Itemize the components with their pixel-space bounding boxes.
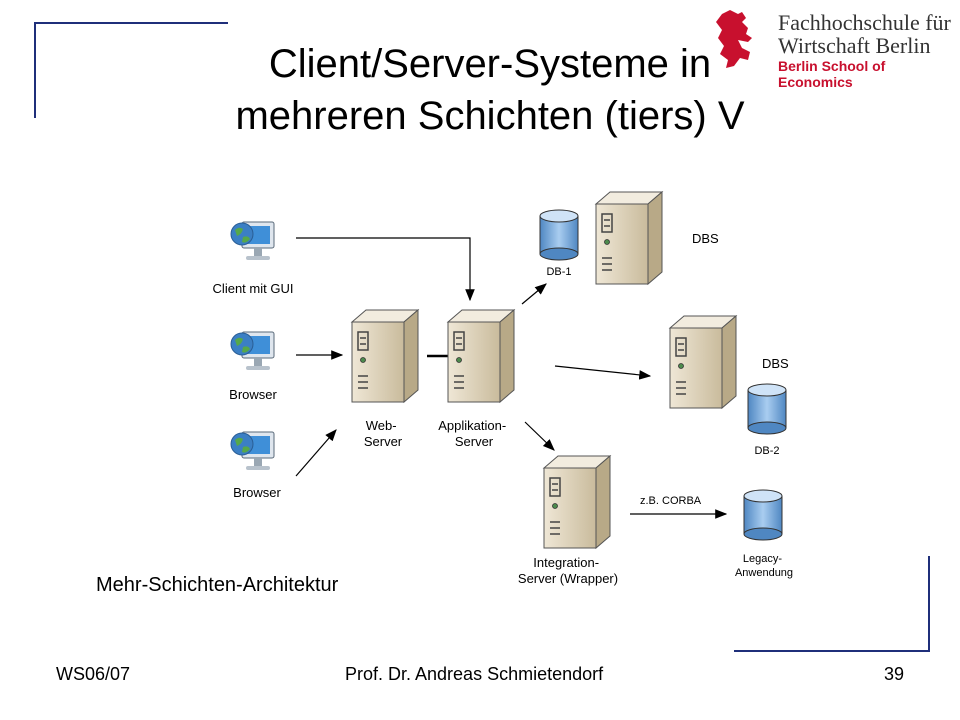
dbs1-server-icon: [595, 191, 663, 285]
legacy-cylinder-icon: [743, 489, 783, 541]
berlin-bear-icon: [716, 10, 752, 68]
dbs1-label: DBS: [692, 231, 719, 246]
frame-right-line: [928, 556, 930, 652]
arrow-client-to-app: [296, 237, 475, 302]
integration-server-label: Integration- Server (Wrapper): [518, 555, 618, 586]
browser-1-icon: [230, 331, 275, 371]
architecture-diagram: Client mit GUI Browser Browser Web- Serv…: [213, 191, 793, 586]
db1-cylinder-icon: [539, 209, 579, 261]
legacy-label: Legacy- Anwendung: [735, 553, 793, 579]
logo-line-2: Wirtschaft Berlin: [778, 33, 931, 58]
arrow-browser2-to-web: [295, 429, 337, 477]
logo-line-3: Berlin School of Economics: [778, 58, 886, 90]
dbs2-label: DBS: [762, 356, 789, 371]
footer-page-number: 39: [884, 664, 905, 684]
frame-left-line: [34, 22, 36, 118]
dbs2-server-icon: [669, 315, 737, 409]
title-line-2: mehreren Schichten (tiers) V: [235, 94, 745, 138]
web-server-icon: [351, 309, 419, 403]
arrow-app-to-dbs2: [554, 365, 652, 380]
integration-server-icon: [543, 455, 611, 549]
browser-1-label: Browser: [229, 387, 277, 402]
client-gui-icon: [230, 221, 275, 261]
footer-author: Prof. Dr. Andreas Schmietendorf: [345, 664, 604, 684]
frame-top-line: [34, 22, 228, 24]
db2-cylinder-icon: [747, 383, 787, 435]
diagram-caption: Mehr-Schichten-Architektur: [96, 574, 339, 596]
footer-semester: WS06/07: [56, 664, 131, 684]
title-line-1: Client/Server-Systeme in: [268, 42, 712, 86]
logo-line-1: Fachhochschule für: [778, 10, 951, 35]
school-logo: Fachhochschule für Wirtschaft Berlin Ber…: [700, 8, 955, 90]
app-server-label: Applikation- Server: [438, 418, 510, 449]
browser-2-icon: [230, 431, 275, 471]
db2-label: DB-2: [754, 445, 779, 457]
corba-label: z.B. CORBA: [640, 495, 702, 507]
slide-title: Client/Server-Systeme in mehreren Schich…: [150, 38, 830, 142]
app-server-icon: [447, 309, 515, 403]
db1-label: DB-1: [546, 266, 571, 278]
arrow-app-to-db1: [521, 283, 547, 305]
arrow-app-to-integration: [524, 421, 555, 451]
browser-2-label: Browser: [233, 485, 281, 500]
frame-bottom-line: [734, 650, 930, 652]
web-server-label: Web- Server: [364, 418, 403, 449]
client-gui-label: Client mit GUI: [213, 281, 294, 296]
